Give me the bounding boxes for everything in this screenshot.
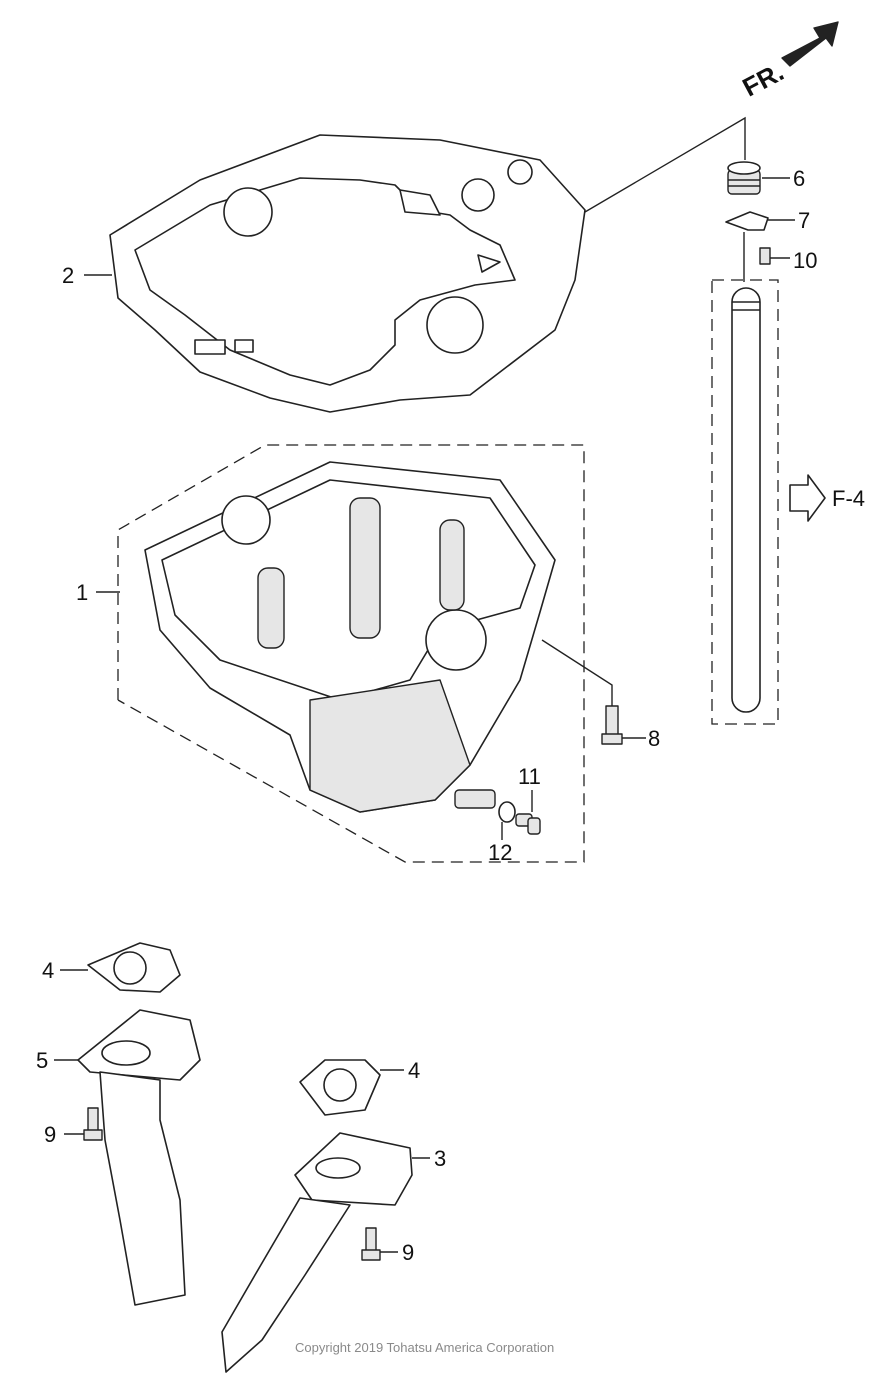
part-4-gasket-lower[interactable] — [299, 1059, 381, 1116]
part-6-plug[interactable] — [727, 161, 761, 195]
callout-6: 6 — [793, 166, 805, 191]
front-arrow-icon — [781, 21, 839, 67]
part-10-screw[interactable] — [759, 247, 771, 265]
callout-4a: 4 — [42, 958, 54, 983]
callout-10: 10 — [793, 248, 817, 273]
part-1-boundary — [117, 444, 585, 863]
callout-12: 12 — [488, 840, 512, 865]
part-7-clip[interactable] — [725, 211, 769, 231]
part-9-bolt-left[interactable] — [83, 1107, 103, 1141]
callout-2: 2 — [62, 263, 74, 288]
part-2-gasket[interactable] — [109, 134, 586, 413]
callout-5: 5 — [36, 1048, 48, 1073]
leader-6-to-gasket — [584, 116, 746, 213]
callout-1: 1 — [76, 580, 88, 605]
leader-8-to-pan — [541, 639, 613, 706]
dipstick-guide-tube[interactable] — [711, 279, 779, 725]
callout-8: 8 — [648, 726, 660, 751]
part-9-bolt-right[interactable] — [361, 1227, 381, 1261]
reference-label: F-4 — [832, 486, 865, 511]
callout-7: 7 — [798, 208, 810, 233]
copyright-notice: Copyright 2019 Tohatsu America Corporati… — [295, 1340, 554, 1355]
part-12-washer[interactable] — [498, 801, 516, 823]
reference-arrow-icon — [789, 474, 826, 522]
part-3-oil-pickup-pipe[interactable] — [221, 1132, 413, 1373]
part-1-oil-pan[interactable] — [144, 461, 556, 813]
callout-3: 3 — [434, 1146, 446, 1171]
callout-9a: 9 — [44, 1122, 56, 1147]
part-11-drain-plug[interactable] — [515, 813, 541, 835]
callout-9b: 9 — [402, 1240, 414, 1265]
part-8-bolt[interactable] — [601, 705, 623, 745]
part-4-gasket-upper[interactable] — [87, 942, 181, 993]
front-label: FR. — [738, 56, 789, 102]
part-5-oil-pickup-pipe[interactable] — [77, 1009, 201, 1306]
callout-4b: 4 — [408, 1058, 420, 1083]
front-direction-indicator: FR. — [738, 21, 839, 103]
callout-11: 11 — [518, 764, 541, 789]
